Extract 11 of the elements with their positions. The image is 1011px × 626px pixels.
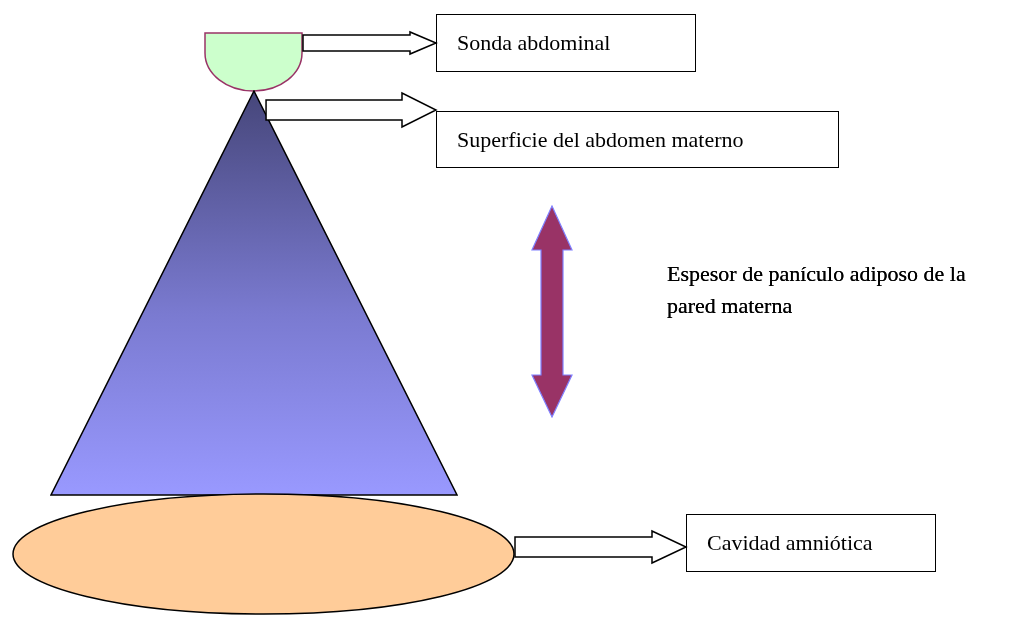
- annotation-text: Espesor de panículo adiposo de la pared materna: [667, 260, 967, 320]
- block-arrow: [265, 91, 438, 129]
- label-box: Cavidad amniótica: [686, 514, 936, 572]
- label-box: Sonda abdominal: [436, 14, 696, 72]
- label-box: Superficie del abdomen materno: [436, 111, 839, 168]
- block-arrow: [514, 529, 688, 565]
- cavity-ellipse: [12, 493, 515, 615]
- block-arrow: [302, 30, 438, 56]
- beam-triangle: [50, 90, 458, 496]
- double-arrow: [531, 205, 573, 418]
- probe-drawing: [204, 32, 303, 92]
